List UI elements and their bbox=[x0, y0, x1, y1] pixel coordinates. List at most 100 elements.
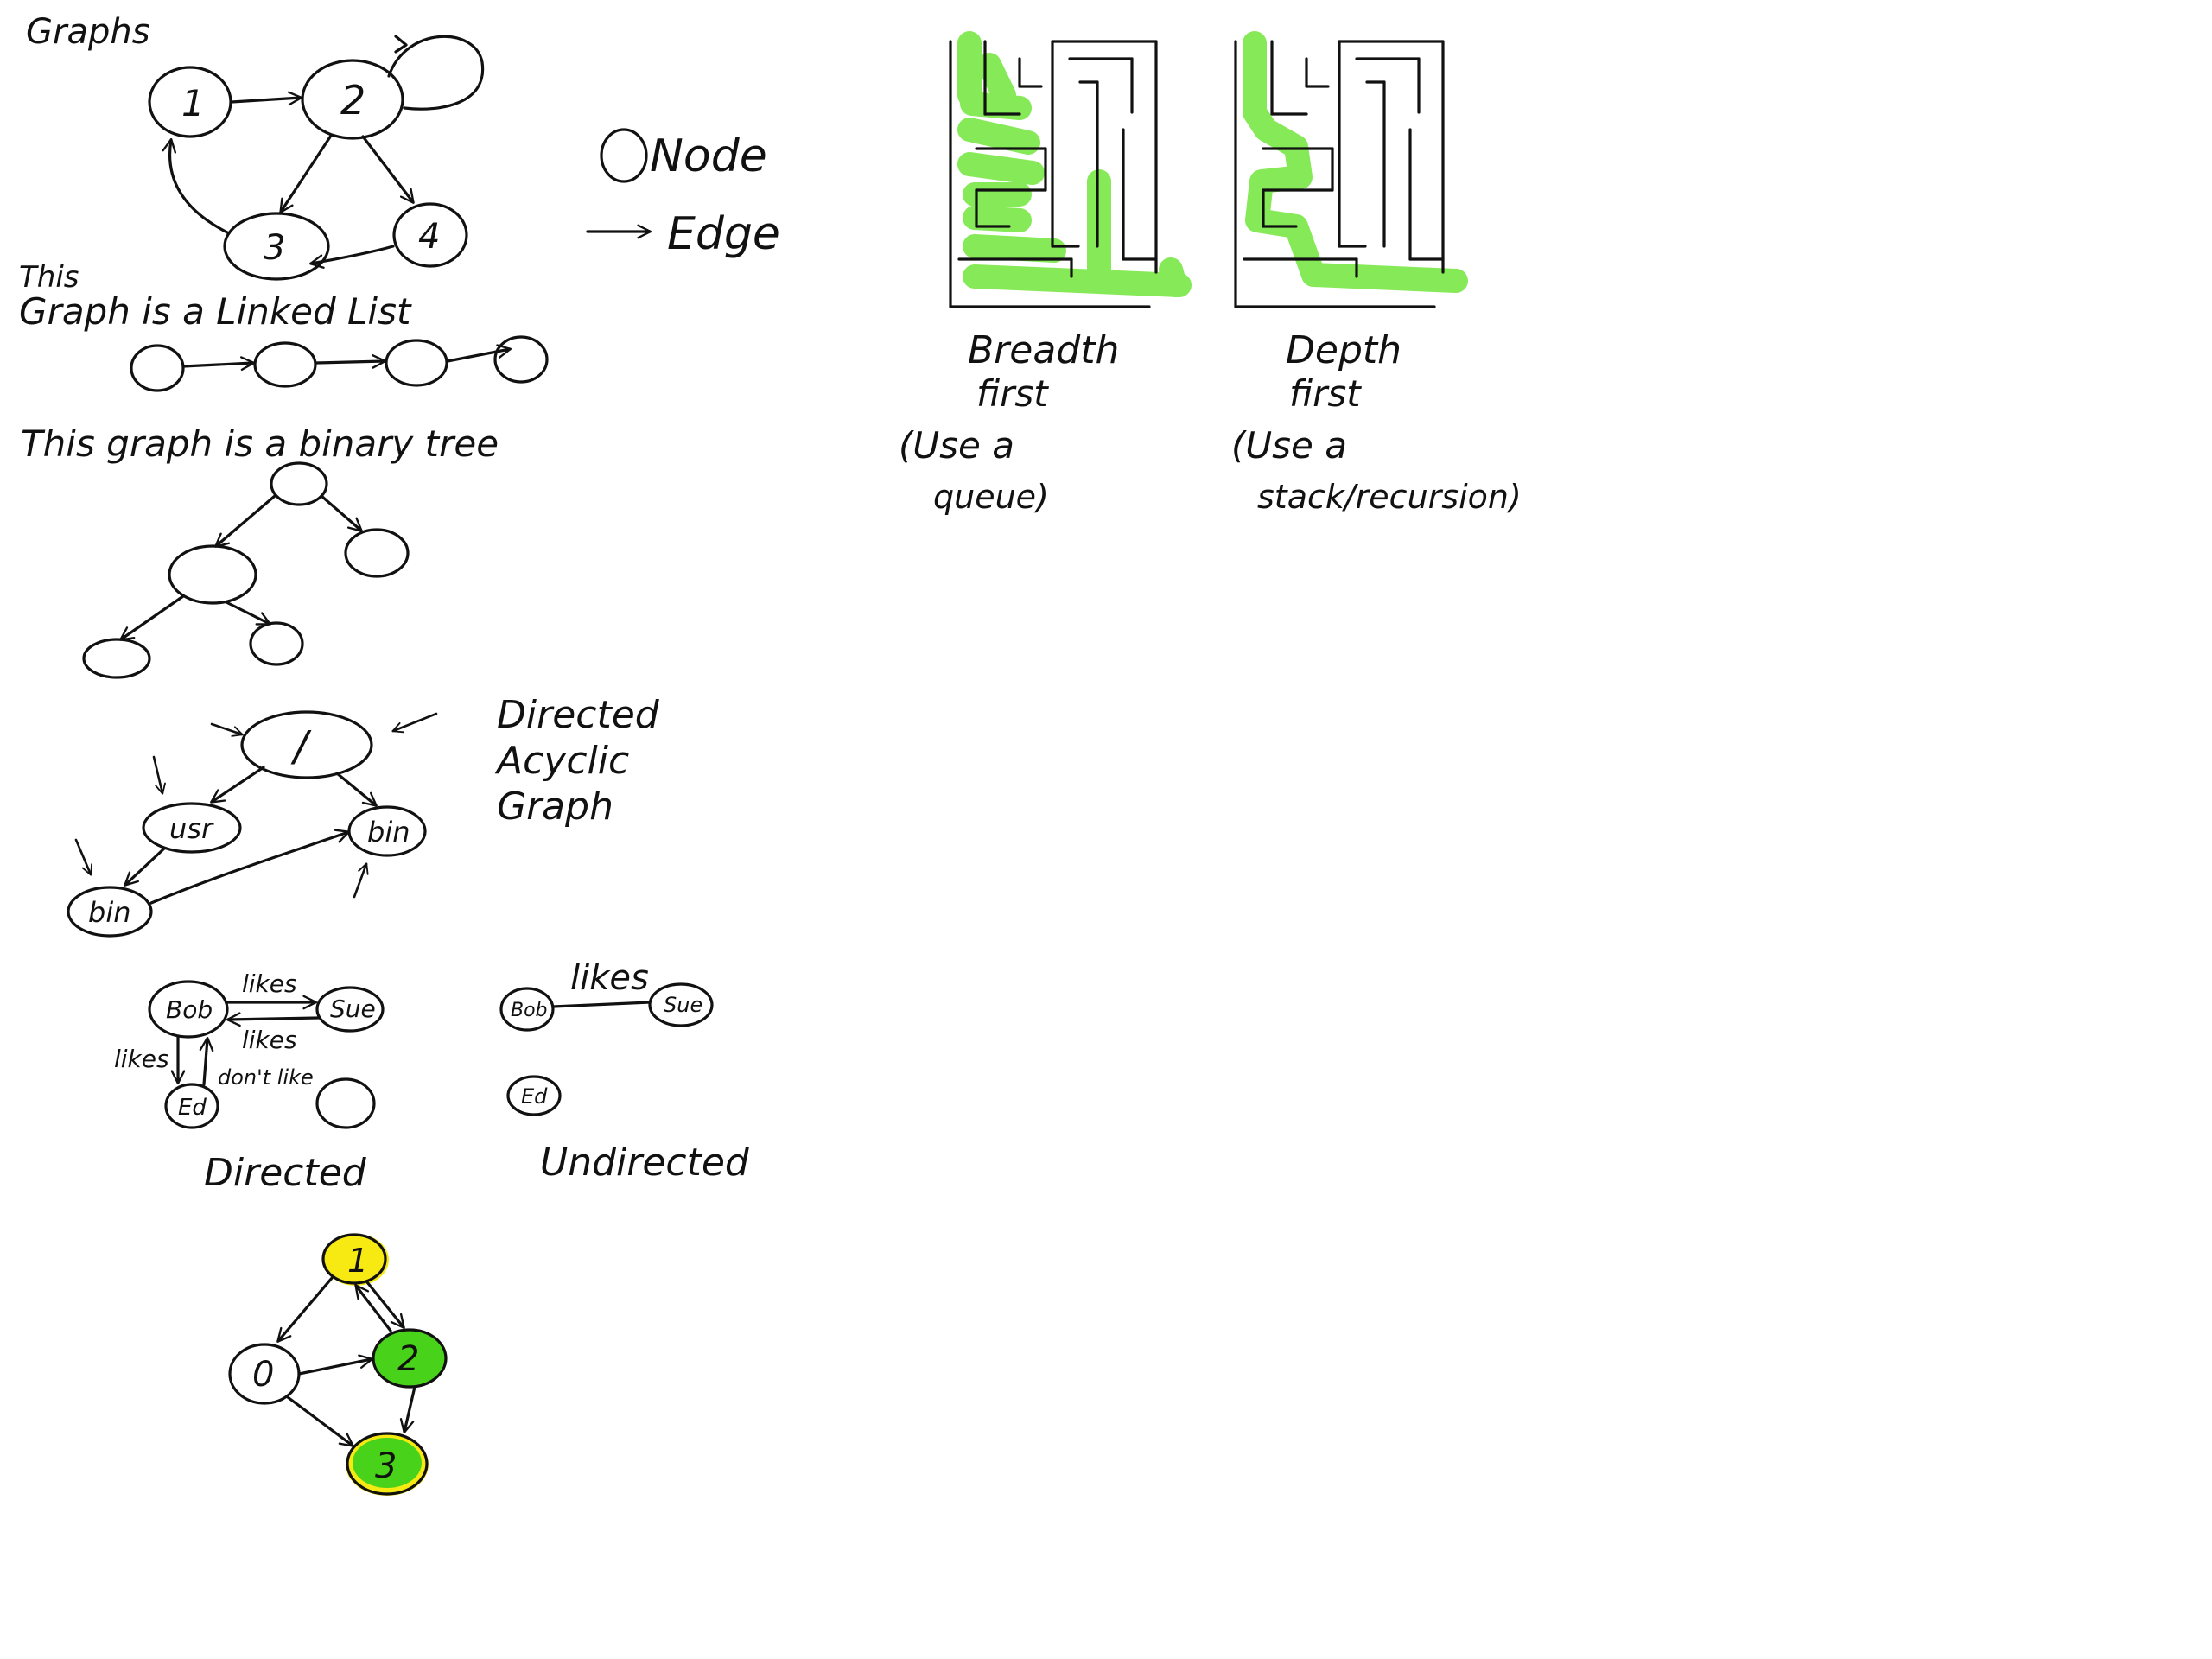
graph-node-4 bbox=[392, 202, 468, 268]
bfs-note-line2: queue) bbox=[933, 478, 1049, 516]
intro-graph: 1 2 3 4 bbox=[148, 35, 485, 281]
colored-edge-0-2 bbox=[297, 1354, 374, 1376]
colored-edge-2-3 bbox=[399, 1385, 416, 1434]
undirected-node-ed-label: Ed bbox=[521, 1084, 548, 1109]
dag-node-bin-left-label: bin bbox=[88, 896, 130, 929]
edge-2-to-3 bbox=[279, 134, 333, 213]
tree-node-root bbox=[270, 461, 328, 506]
graphs-heading: Graphs bbox=[26, 12, 150, 52]
undirected-node-bob bbox=[499, 987, 555, 1032]
dag-node-root bbox=[240, 710, 373, 779]
tree-node-right bbox=[344, 528, 410, 578]
directed-caption: Directed bbox=[204, 1151, 367, 1195]
undirected-node-sue-label: Sue bbox=[664, 993, 702, 1017]
bfs-explored-region bbox=[957, 31, 1192, 297]
undirected-node-bob-label: Bob bbox=[511, 1000, 548, 1021]
tree-node-left-left bbox=[82, 638, 151, 679]
colored-graph: 1 0 2 3 bbox=[228, 1233, 448, 1496]
tree-edge bbox=[214, 494, 276, 548]
colored-node-3-inner-fill bbox=[353, 1438, 422, 1488]
directed-node-sue-label: Sue bbox=[330, 995, 376, 1023]
colored-edge-2-1 bbox=[354, 1284, 392, 1332]
tree-edge bbox=[119, 594, 185, 641]
dag-node-bin-left bbox=[67, 886, 153, 938]
dfs-title-line2: first bbox=[1289, 372, 1362, 415]
bfs-title-line2: first bbox=[976, 372, 1049, 415]
undirected-edge bbox=[551, 1001, 652, 1008]
dag-graph: / usr bin bin Directed Acyclic Graph bbox=[67, 693, 660, 938]
dag-node-usr bbox=[142, 802, 242, 854]
edge-2-to-4 bbox=[361, 135, 415, 204]
tree-node-left bbox=[168, 544, 257, 605]
bfs-maze-walls bbox=[949, 40, 1158, 308]
dag-edge bbox=[335, 772, 378, 807]
directed-edge-label-bob-ed: likes bbox=[114, 1045, 169, 1073]
dag-edge bbox=[124, 847, 166, 887]
tree-edge bbox=[225, 601, 271, 626]
legend-node-label: Node bbox=[650, 130, 767, 182]
list-edge bbox=[181, 356, 256, 372]
dfs-title-line1: Depth bbox=[1286, 328, 1402, 372]
edge-1-to-2 bbox=[230, 91, 303, 106]
dag-node-root-label: / bbox=[290, 722, 312, 771]
edge-2-self-loop bbox=[387, 35, 485, 111]
colored-node-3 bbox=[346, 1432, 429, 1496]
directed-edge-ed-bob bbox=[199, 1036, 214, 1086]
edge-4-to-3 bbox=[308, 245, 395, 269]
list-edge bbox=[315, 353, 387, 369]
directed-node-bob-label: Bob bbox=[166, 995, 213, 1024]
linked-list-graph: This Graph is a Linked List bbox=[19, 260, 549, 392]
directed-edge-label-bob-sue: likes bbox=[242, 969, 297, 998]
edge-3-to-1 bbox=[162, 137, 231, 235]
binary-tree-caption: This graph is a binary tree bbox=[21, 423, 499, 465]
linked-list-caption-line2: Graph is a Linked List bbox=[19, 290, 412, 333]
tree-node-left-right bbox=[249, 621, 304, 666]
bfs-title-line1: Breadth bbox=[968, 328, 1119, 372]
undirected-node-sue bbox=[648, 982, 714, 1027]
dag-edge bbox=[149, 829, 351, 905]
directed-node-ed-label: Ed bbox=[178, 1095, 207, 1121]
colored-edge-1-0 bbox=[276, 1275, 334, 1343]
dfs-note-line2: stack/recursion) bbox=[1257, 478, 1522, 516]
dag-node-bin-right-label: bin bbox=[367, 816, 410, 849]
list-node bbox=[493, 335, 549, 384]
dag-edge bbox=[210, 766, 265, 804]
dag-pointer-arrow bbox=[210, 722, 244, 737]
dag-caption-line2: Acyclic bbox=[494, 739, 629, 783]
undirected-edge-label: likes bbox=[570, 958, 649, 998]
directed-node-bob bbox=[148, 980, 229, 1039]
directed-edge-sue-bob bbox=[226, 1012, 320, 1027]
self-loop-arrowhead bbox=[394, 35, 408, 54]
graph-node-3-label: 3 bbox=[264, 228, 285, 268]
graph-node-2-label: 2 bbox=[340, 77, 365, 124]
colored-node-1-fill bbox=[323, 1234, 389, 1286]
colored-node-2-fill bbox=[373, 1329, 446, 1388]
legend-edge-label: Edge bbox=[667, 208, 780, 260]
directed-edge-label-ed-bob: don't like bbox=[218, 1065, 314, 1090]
colored-node-1 bbox=[321, 1233, 387, 1285]
colored-node-2-label: 2 bbox=[397, 1339, 419, 1379]
undirected-node-ed bbox=[506, 1075, 562, 1116]
legend: Node Edge bbox=[586, 128, 780, 260]
directed-social-graph: Bob Sue Ed likes likes likes don't like … bbox=[114, 969, 385, 1195]
colored-node-1-label: 1 bbox=[347, 1242, 368, 1280]
tree-edge bbox=[320, 494, 363, 532]
directed-empty-node bbox=[315, 1077, 376, 1129]
list-node bbox=[253, 341, 317, 388]
undirected-social-graph: Bob Sue Ed likes Undirected bbox=[499, 958, 750, 1185]
bfs-note-line1: (Use a bbox=[899, 424, 1014, 467]
maze-depth-first: Depth first (Use a stack/recursion) bbox=[1231, 31, 1522, 516]
binary-tree-graph: This graph is a binary tree bbox=[21, 423, 499, 679]
colored-node-3-label: 3 bbox=[375, 1446, 397, 1486]
dag-node-usr-label: usr bbox=[169, 812, 214, 845]
dag-caption-line1: Directed bbox=[497, 693, 660, 737]
directed-node-ed bbox=[164, 1083, 219, 1129]
graph-node-4-label: 4 bbox=[418, 217, 440, 257]
maze-breadth-first: Breadth first (Use a queue) bbox=[899, 31, 1192, 516]
colored-edge-0-3 bbox=[286, 1395, 354, 1447]
dag-caption-line3: Graph bbox=[497, 785, 613, 829]
list-node bbox=[385, 339, 448, 387]
undirected-caption: Undirected bbox=[540, 1141, 750, 1185]
list-node bbox=[130, 344, 185, 392]
dfs-note-line1: (Use a bbox=[1231, 424, 1347, 467]
